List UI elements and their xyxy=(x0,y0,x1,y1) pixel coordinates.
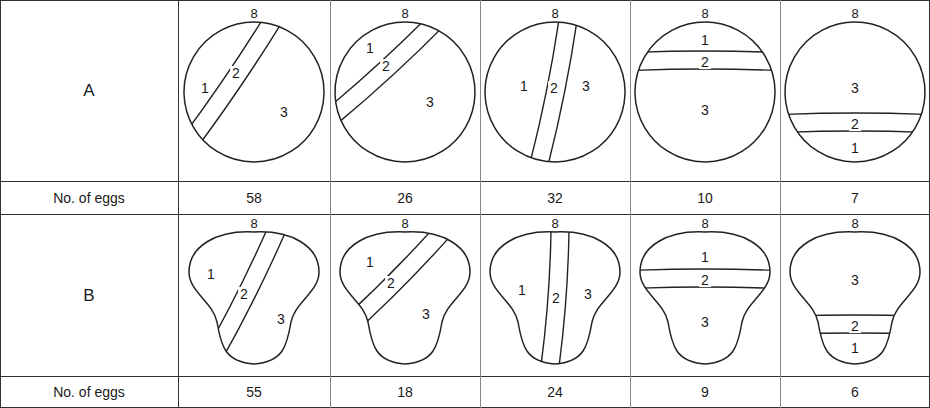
table-cell: 24 xyxy=(547,385,563,399)
band-line xyxy=(630,69,780,71)
region-number: 2 xyxy=(849,117,861,131)
region-number: 2 xyxy=(230,66,242,80)
region-number: 2 xyxy=(385,276,397,290)
region-number: 3 xyxy=(420,307,432,321)
band-line xyxy=(780,131,930,133)
egg-drawing xyxy=(630,214,780,376)
egg-outline: 8 1 2 3 xyxy=(179,0,329,180)
region-number: 1 xyxy=(364,255,376,269)
egg-border xyxy=(490,232,620,364)
region-number: 1 xyxy=(516,283,528,297)
band-line xyxy=(346,238,448,340)
polar-body-mark: 8 xyxy=(849,7,860,20)
polar-body-mark: 8 xyxy=(699,217,710,230)
band-line xyxy=(201,225,269,360)
egg-drawing xyxy=(630,0,780,180)
egg-border xyxy=(340,232,470,364)
table-cell: 10 xyxy=(697,191,713,205)
egg-outline: 8 1 2 3 xyxy=(179,214,329,376)
polar-body-mark: 8 xyxy=(549,7,560,20)
egg-border xyxy=(335,22,475,162)
egg-border xyxy=(189,232,319,364)
region-number: 1 xyxy=(699,33,711,47)
polar-body-mark: 8 xyxy=(248,7,259,20)
egg-drawing xyxy=(330,214,480,376)
band-line xyxy=(630,51,780,53)
egg-outline: 8 1 2 3 xyxy=(630,0,780,180)
egg-border xyxy=(635,22,775,162)
band-line xyxy=(780,315,930,317)
band-line xyxy=(630,287,780,289)
polar-body-mark: 8 xyxy=(399,7,410,20)
egg-outline: 8 3 2 1 xyxy=(780,0,930,180)
table-cell: 9 xyxy=(701,385,709,399)
egg-outline: 8 12 3 xyxy=(330,214,480,376)
egg-drawing xyxy=(179,214,329,376)
table-cell: A xyxy=(83,82,94,99)
band-line xyxy=(336,22,448,125)
egg-border xyxy=(640,232,770,364)
table-cell: B xyxy=(83,287,94,304)
region-number: 3 xyxy=(424,95,436,109)
table-cell: No. of eggs xyxy=(53,191,125,205)
egg-border xyxy=(790,232,920,364)
table-cell: 26 xyxy=(397,191,413,205)
region-number: 3 xyxy=(582,287,594,301)
band-line xyxy=(547,22,577,170)
region-number: 1 xyxy=(518,79,530,93)
egg-outline: 8 1 2 3 xyxy=(480,214,630,376)
egg-border xyxy=(485,22,625,162)
band-line xyxy=(191,15,286,155)
egg-border xyxy=(785,22,925,162)
table-cell: 6 xyxy=(851,385,859,399)
egg-outline: 8 1 2 3 xyxy=(480,0,630,180)
region-number: 1 xyxy=(849,341,861,355)
region-number: 1 xyxy=(699,250,711,264)
egg-border xyxy=(184,22,324,162)
band-line xyxy=(630,269,780,271)
region-number: 2 xyxy=(380,59,392,73)
region-number: 2 xyxy=(699,55,711,69)
region-number: 3 xyxy=(849,273,861,287)
table-cell: 58 xyxy=(246,191,262,205)
polar-body-mark: 8 xyxy=(248,217,259,230)
band-line xyxy=(334,226,436,328)
polar-body-mark: 8 xyxy=(849,217,860,230)
region-number: 3 xyxy=(275,312,287,326)
band-line xyxy=(780,333,930,335)
region-number: 2 xyxy=(699,273,711,287)
region-number: 2 xyxy=(849,319,861,333)
region-number: 3 xyxy=(699,103,711,117)
region-number: 3 xyxy=(849,81,861,95)
region-number: 1 xyxy=(849,141,861,155)
table-cell: 32 xyxy=(547,191,563,205)
polar-body-mark: 8 xyxy=(549,217,560,230)
region-number: 1 xyxy=(205,267,217,281)
polar-body-mark: 8 xyxy=(699,7,710,20)
region-number: 1 xyxy=(199,81,211,95)
table-cell: No. of eggs xyxy=(53,385,125,399)
band-line xyxy=(217,233,285,368)
polar-body-mark: 8 xyxy=(399,217,410,230)
band-line xyxy=(179,5,272,145)
egg-outline: 8 12 3 xyxy=(330,0,480,180)
egg-drawing xyxy=(330,0,480,180)
region-number: 1 xyxy=(364,41,376,55)
region-number: 2 xyxy=(548,81,560,95)
region-number: 3 xyxy=(699,315,711,329)
band-line xyxy=(529,18,559,166)
egg-outline: 8 1 2 3 xyxy=(630,214,780,376)
band-line xyxy=(780,113,930,115)
region-number: 3 xyxy=(278,105,290,119)
region-number: 2 xyxy=(550,291,562,305)
table-cell: 18 xyxy=(397,385,413,399)
region-number: 3 xyxy=(580,79,592,93)
table-cell: 55 xyxy=(246,385,262,399)
egg-outline: 8 3 2 1 xyxy=(780,214,930,376)
region-number: 2 xyxy=(238,287,250,301)
table-cell: 7 xyxy=(851,191,859,205)
